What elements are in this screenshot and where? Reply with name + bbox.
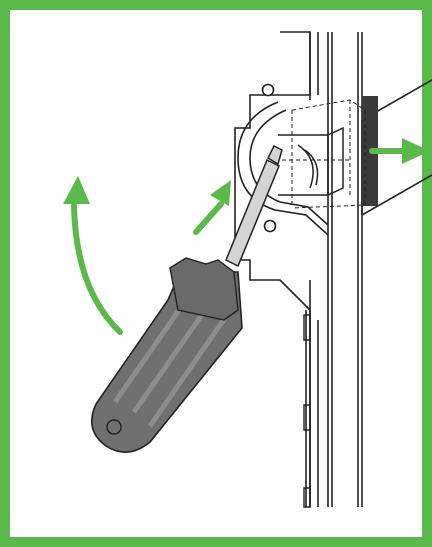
bracket-holes	[261, 83, 277, 233]
rotate-arrow-head	[63, 176, 90, 204]
push-out-arrow-head	[402, 138, 430, 164]
rotate-arrow-icon	[71, 203, 123, 335]
screwdriver-removal-illustration	[20, 20, 432, 547]
release-clip	[278, 126, 344, 196]
insert-arrow-head	[210, 180, 231, 206]
hidden-edges	[275, 99, 366, 209]
insert-arrow-icon	[193, 201, 224, 235]
rail-teeth	[303, 314, 311, 508]
mounting-rail	[234, 31, 363, 507]
screwdriver-icon	[90, 144, 283, 453]
